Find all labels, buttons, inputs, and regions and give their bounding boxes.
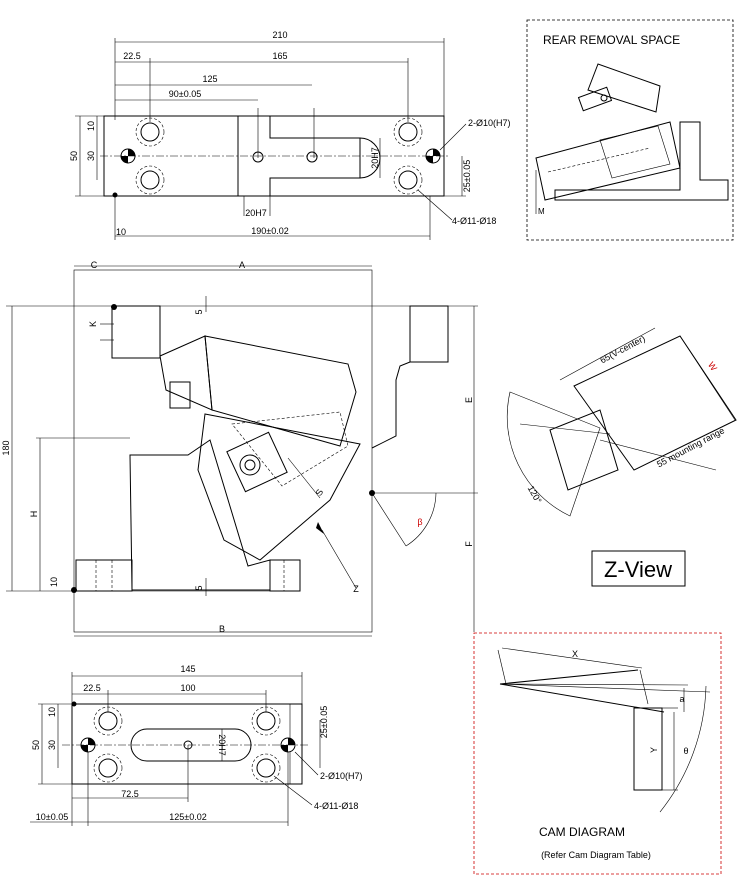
- label-b: B: [219, 624, 225, 634]
- dim-125: 125: [202, 74, 217, 84]
- dim-10: 10: [49, 577, 59, 587]
- top-view: 210 22.5 165 125 90±0.05 10 30 50 20H7 2…: [69, 30, 511, 240]
- dim-22-5: 22.5: [83, 683, 101, 693]
- dim-30: 30: [86, 151, 96, 161]
- dim-5-top: 5: [194, 309, 204, 314]
- cam-title: CAM DIAGRAM: [539, 825, 625, 839]
- dim-180: 180: [1, 440, 11, 455]
- dim-210: 210: [272, 30, 287, 40]
- bottom-view: 145 22.5 100 10 50 30 20H7 25±0.05 2-Ø10…: [30, 664, 363, 826]
- rear-removal-space: REAR REMOVAL SPACE M: [526, 19, 734, 241]
- label-a: A: [239, 260, 245, 270]
- dim-165: 165: [272, 51, 287, 61]
- dim-100: 100: [180, 683, 195, 693]
- cam-label-y: Y: [649, 747, 659, 753]
- dim-90: 90±0.05: [169, 89, 201, 99]
- dim-120: 120°: [526, 484, 544, 505]
- dim-72-5: 72.5: [121, 789, 139, 799]
- dim-10: 10: [47, 707, 57, 717]
- label-beta: β: [417, 517, 422, 527]
- front-view: C A K 5 E 180 H S β F 10 5 Z B: [1, 260, 478, 637]
- dim-20h7: 20H7: [217, 734, 227, 756]
- label-k: K: [88, 321, 98, 327]
- hole-note: 4-Ø11-Ø18: [452, 216, 496, 226]
- dim-10-005: 10±0.05: [36, 812, 68, 822]
- dim-65: 65(V-center): [598, 333, 646, 365]
- dim-20h7-h: 20H7: [245, 208, 267, 218]
- dim-10-bottom: 10: [116, 227, 126, 237]
- label-f: F: [464, 541, 474, 547]
- label-h: H: [29, 511, 39, 518]
- cam-label-x: X: [572, 649, 578, 659]
- dim-10: 10: [86, 121, 96, 131]
- label-c: C: [91, 260, 98, 270]
- cam-label-a: a: [679, 694, 684, 704]
- dim-25: 25±0.05: [462, 160, 472, 192]
- rear-removal-title: REAR REMOVAL SPACE: [543, 33, 680, 47]
- dim-22-5: 22.5: [123, 51, 141, 61]
- dim-190: 190±0.02: [251, 226, 288, 236]
- dim-55: 55 mounting range: [655, 425, 726, 469]
- dim-25: 25±0.05: [319, 706, 329, 738]
- m-label: M: [538, 207, 545, 216]
- z-view-title: Z-View: [604, 557, 672, 582]
- dim-5-bottom: 5: [194, 585, 204, 590]
- dim-50: 50: [69, 151, 79, 161]
- label-s: S: [314, 487, 326, 497]
- dim-145: 145: [180, 664, 195, 674]
- cam-label-theta: θ: [683, 746, 688, 756]
- hole-note: 4-Ø11-Ø18: [314, 801, 358, 811]
- pin-note: 2-Ø10(H7): [468, 118, 511, 128]
- dim-125: 125±0.02: [169, 812, 206, 822]
- cam-diagram: X a Y θ CAM DIAGRAM (Refer Cam Diagram T…: [473, 632, 722, 875]
- pin-note: 2-Ø10(H7): [320, 771, 363, 781]
- label-w: W: [706, 360, 719, 373]
- cam-subtitle: (Refer Cam Diagram Table): [541, 850, 651, 860]
- dim-50: 50: [31, 740, 41, 750]
- dim-20h7-v: 20H7: [370, 147, 380, 169]
- dim-30: 30: [47, 740, 57, 750]
- z-view: 65(V-center) W 55 mounting range 120° Z-…: [506, 327, 737, 587]
- label-z: Z: [353, 584, 359, 594]
- label-e: E: [464, 397, 474, 403]
